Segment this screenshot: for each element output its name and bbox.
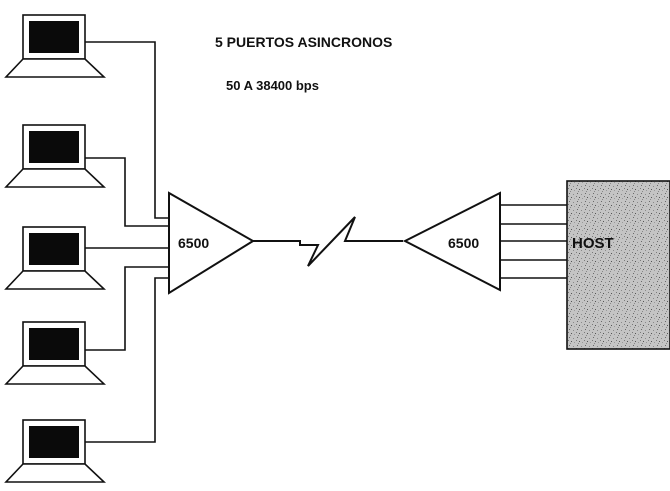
terminal-4-laptop: [6, 322, 104, 384]
link-line: [253, 217, 403, 266]
wire-terminal-2: [85, 158, 169, 226]
host-computer: HOST: [567, 181, 670, 349]
wire-terminal-1: [85, 42, 169, 218]
ports-title: 5 PUERTOS ASINCRONOS: [215, 34, 392, 50]
multiplexer-right: 6500: [405, 193, 500, 290]
multiplexer-left: 6500: [169, 193, 253, 293]
wire-terminal-5: [85, 278, 169, 442]
terminal-2-laptop: [6, 125, 104, 187]
terminal-1-laptop: [6, 15, 104, 77]
terminal-5-laptop: [6, 420, 104, 482]
multiplexer-left-label: 6500: [178, 235, 209, 251]
multiplexer-right-label: 6500: [448, 235, 479, 251]
wire-terminal-4: [85, 267, 169, 350]
terminal-3-laptop: [6, 227, 104, 289]
host-label: HOST: [572, 235, 614, 252]
speed-subtitle: 50 A 38400 bps: [226, 78, 319, 93]
